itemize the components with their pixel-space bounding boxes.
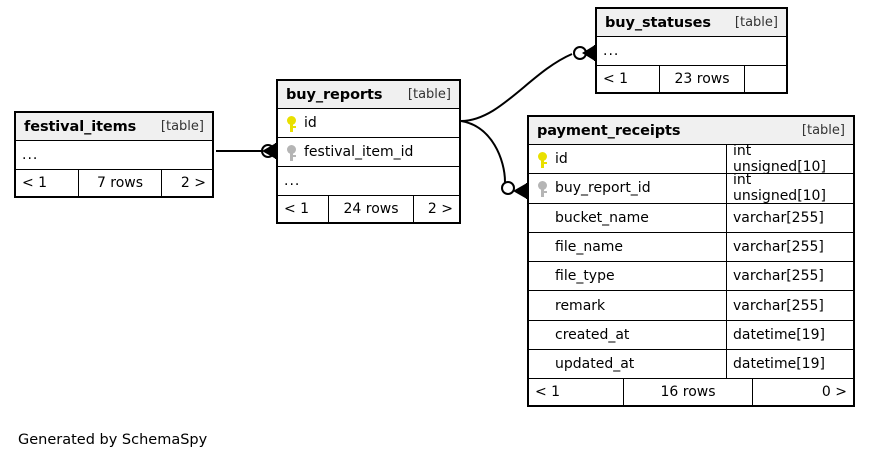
table-row: buy_report_id int unsigned[10]: [529, 172, 853, 204]
foreign-key-icon: [537, 180, 549, 197]
column-type: int unsigned[10]: [726, 143, 853, 175]
table-name: buy_reports: [286, 86, 383, 103]
footer-next[interactable]: 0 >: [821, 384, 847, 401]
edge-festival-items-to-buy-reports: [216, 143, 277, 159]
footer-prev[interactable]: < 1: [535, 384, 561, 401]
table-header: festival_items [table]: [16, 113, 212, 141]
edge-buy-reports-to-buy-statuses: [460, 45, 596, 122]
primary-key-icon: [537, 151, 549, 168]
table-row: updated_at datetime[19]: [529, 350, 853, 380]
table-name: payment_receipts: [537, 122, 681, 139]
table-buy-statuses[interactable]: buy_statuses [table] ... < 1 23 rows: [595, 7, 788, 94]
table-type-label: [table]: [160, 119, 204, 134]
edge-buy-reports-to-payment-receipts: [460, 120, 528, 199]
table-row: remark varchar[255]: [529, 291, 853, 321]
column-name: file_name: [555, 239, 624, 256]
table-name: festival_items: [24, 118, 137, 135]
column-name: created_at: [555, 326, 630, 343]
table-row: bucket_name varchar[255]: [529, 203, 853, 233]
footer-rows: 24 rows: [328, 196, 414, 222]
column-type: datetime[19]: [726, 350, 853, 379]
table-buy-reports[interactable]: buy_reports [table] id festival_item_id …: [276, 79, 461, 224]
primary-key-icon: [286, 115, 298, 132]
column-name: file_type: [555, 268, 615, 285]
column-name: bucket_name: [555, 209, 649, 226]
table-row: file_name varchar[255]: [529, 232, 853, 263]
column-name: id: [555, 151, 568, 168]
footer-next[interactable]: 2 >: [180, 175, 206, 191]
column-type: varchar[255]: [726, 232, 853, 262]
column-name: ...: [284, 173, 301, 189]
column-type: varchar[255]: [726, 203, 853, 232]
table-footer: < 1 24 rows 2 >: [278, 195, 459, 222]
table-footer: < 1 16 rows 0 >: [529, 378, 853, 406]
footer-next[interactable]: [745, 66, 786, 92]
table-festival-items[interactable]: festival_items [table] ... < 1 7 rows 2 …: [14, 111, 214, 198]
foreign-key-icon: [286, 144, 298, 161]
table-header: payment_receipts [table]: [529, 117, 853, 145]
table-type-label: [table]: [801, 123, 845, 138]
table-row: created_at datetime[19]: [529, 320, 853, 351]
table-footer: < 1 23 rows: [597, 65, 786, 92]
footer-rows: 23 rows: [659, 66, 745, 92]
table-type-label: [table]: [734, 15, 778, 30]
footer-prev[interactable]: < 1: [22, 175, 48, 191]
table-row: id: [278, 109, 459, 138]
table-row: festival_item_id: [278, 138, 459, 167]
footer-rows: 7 rows: [78, 170, 162, 196]
column-name: buy_report_id: [555, 180, 651, 197]
table-row: ...: [597, 37, 786, 66]
table-name: buy_statuses: [605, 14, 711, 31]
footer-next[interactable]: 2 >: [427, 201, 453, 217]
table-row: ...: [278, 167, 459, 196]
footer-prev[interactable]: < 1: [603, 71, 629, 87]
column-name: updated_at: [555, 356, 635, 373]
column-name: ...: [22, 147, 39, 163]
footer-prev[interactable]: < 1: [284, 201, 310, 217]
column-type: varchar[255]: [726, 262, 853, 291]
table-row: file_type varchar[255]: [529, 262, 853, 292]
table-row: ...: [16, 141, 212, 170]
table-footer: < 1 7 rows 2 >: [16, 169, 212, 196]
table-row: id int unsigned[10]: [529, 143, 853, 175]
column-name: ...: [603, 43, 620, 59]
column-type: int unsigned[10]: [726, 172, 853, 204]
table-header: buy_statuses [table]: [597, 9, 786, 37]
column-type: varchar[255]: [726, 291, 853, 320]
column-name: id: [304, 115, 317, 131]
column-name: remark: [555, 297, 606, 314]
column-type: datetime[19]: [726, 320, 853, 350]
footer-rows: 16 rows: [623, 379, 753, 406]
table-payment-receipts[interactable]: payment_receipts [table] id int unsigned…: [527, 115, 855, 408]
column-name: festival_item_id: [304, 144, 414, 160]
table-type-label: [table]: [407, 87, 451, 102]
table-header: buy_reports [table]: [278, 81, 459, 109]
generator-credit: Generated by SchemaSpy: [18, 432, 208, 448]
